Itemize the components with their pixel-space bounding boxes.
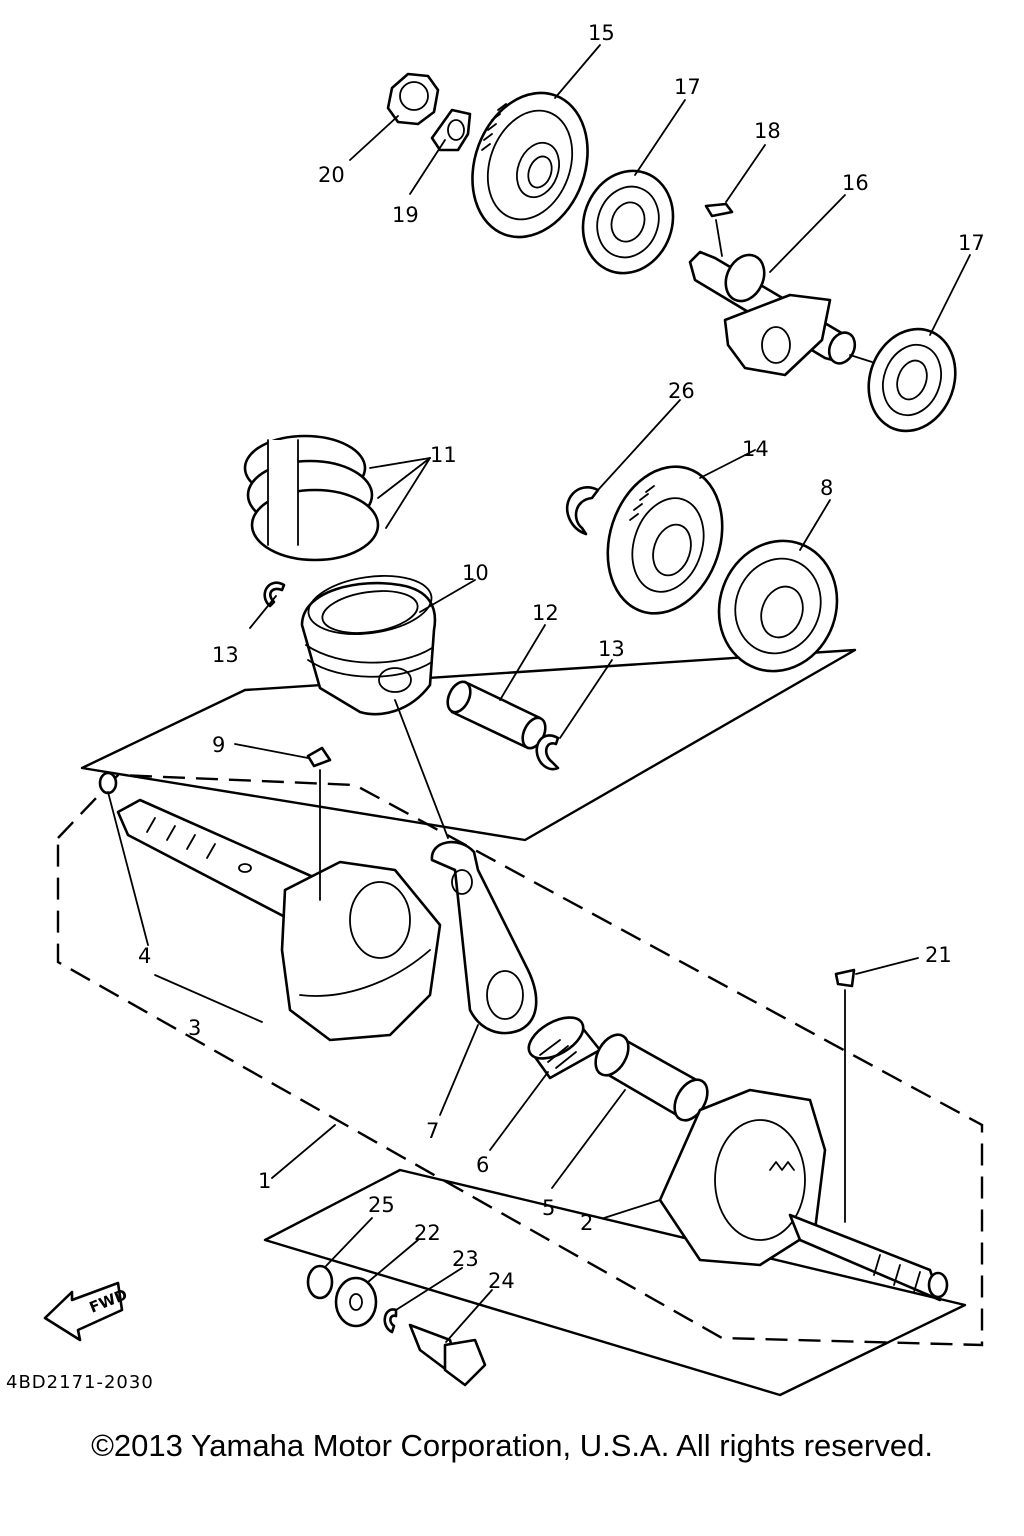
part-label-25: 25	[368, 1193, 395, 1217]
piston-rings-11	[243, 434, 380, 562]
part-label-12: 12	[532, 601, 559, 625]
part-label-21: 21	[925, 943, 952, 967]
key-9	[306, 746, 332, 768]
bolt-24	[408, 1323, 487, 1387]
circlip-23	[383, 1308, 398, 1334]
part-number-labels: 1 2 3 4 5 6 7 8 9 10 11 12 13 13 14 15 1…	[138, 21, 985, 1293]
part-label-6: 6	[476, 1153, 489, 1177]
key-21	[834, 968, 856, 1223]
part-label-7: 7	[426, 1119, 439, 1143]
part-label-14: 14	[742, 437, 769, 461]
circlip-13-right	[535, 734, 560, 771]
part-label-15: 15	[588, 21, 615, 45]
bolt-group-outline	[263, 1168, 967, 1397]
part-label-4: 4	[138, 944, 151, 968]
piston-10	[300, 575, 437, 716]
circlip-13-left	[263, 581, 286, 608]
crankshaft-left-3	[116, 798, 442, 1042]
crankshaft-assembly-dashed-outline	[56, 773, 984, 1347]
washer-4	[98, 771, 118, 795]
fwd-arrow-icon: FWD	[43, 1281, 130, 1342]
part-label-13-right: 13	[598, 637, 625, 661]
leader-lines	[107, 44, 971, 1343]
bearing-17-upper	[581, 169, 675, 275]
needle-bearing-6	[527, 1016, 602, 1080]
part-label-11: 11	[430, 443, 457, 467]
part-label-13-left: 13	[212, 643, 239, 667]
circlip-26	[565, 486, 600, 536]
part-label-17-lower: 17	[958, 231, 985, 255]
part-label-5: 5	[542, 1196, 555, 1220]
key-18	[704, 202, 734, 257]
part-label-26: 26	[668, 379, 695, 403]
part-label-10: 10	[462, 561, 489, 585]
part-label-18: 18	[754, 119, 781, 143]
bearing-8	[717, 539, 839, 673]
drawing-code: 4BD2171-2030	[6, 1372, 154, 1393]
part-label-23: 23	[452, 1247, 479, 1271]
part-label-17-upper: 17	[674, 75, 701, 99]
part-label-19: 19	[392, 203, 419, 227]
balancer-shaft-16	[688, 250, 857, 377]
copyright-notice: ©2013 Yamaha Motor Corporation, U.S.A. A…	[91, 1428, 933, 1463]
part-label-20: 20	[318, 163, 345, 187]
part-label-22: 22	[414, 1221, 441, 1245]
piston-pin-12	[446, 680, 547, 750]
nut-20	[386, 72, 440, 126]
bearing-17-lower	[867, 327, 957, 433]
part-label-24: 24	[488, 1269, 515, 1293]
piston-group-outline	[80, 648, 857, 842]
connecting-rod-7	[430, 840, 538, 1035]
part-label-2: 2	[580, 1211, 593, 1235]
washer-22	[334, 1276, 378, 1328]
part-label-3: 3	[188, 1016, 201, 1040]
balancer-driven-gear-14	[606, 465, 724, 615]
crank-pin-5	[594, 1033, 709, 1122]
part-label-16: 16	[842, 171, 869, 195]
balancer-drive-gear-15	[471, 91, 589, 239]
lock-washer-19	[430, 108, 472, 152]
part-label-9: 9	[212, 733, 225, 757]
o-ring-25	[306, 1264, 334, 1300]
part-label-1: 1	[258, 1169, 271, 1193]
part-label-8: 8	[820, 476, 833, 500]
crankshaft-right-2	[658, 1088, 949, 1302]
